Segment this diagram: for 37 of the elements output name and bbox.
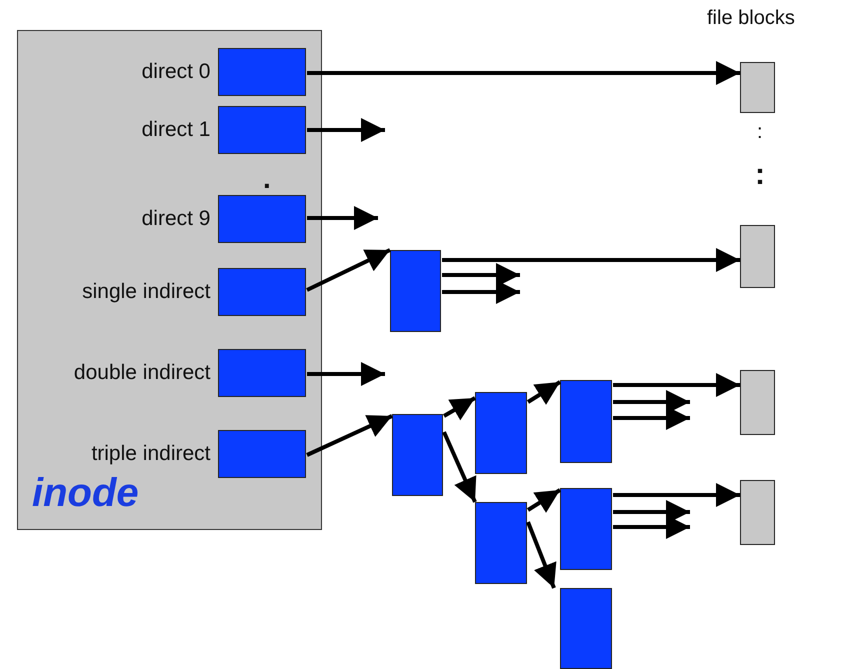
index-block bbox=[392, 414, 443, 496]
file-block bbox=[740, 225, 775, 288]
arrow bbox=[307, 206, 378, 230]
index-block bbox=[475, 502, 527, 584]
arrow bbox=[306, 414, 393, 457]
ellipsis-mark: : bbox=[755, 160, 765, 190]
index-block bbox=[475, 392, 527, 474]
file-block bbox=[740, 480, 775, 545]
inode-title: inode bbox=[32, 473, 139, 513]
arrow bbox=[526, 488, 562, 513]
pointer-label: direct 0 bbox=[142, 60, 210, 84]
file-block bbox=[740, 62, 775, 113]
arrow bbox=[613, 483, 740, 507]
pointer-label: double indirect bbox=[74, 360, 210, 384]
arrow bbox=[307, 61, 740, 85]
arrow bbox=[526, 380, 562, 405]
index-block bbox=[560, 488, 612, 570]
ellipsis-mark: : bbox=[757, 122, 763, 142]
inode-panel bbox=[17, 30, 322, 530]
arrow bbox=[442, 248, 740, 272]
arrow bbox=[443, 396, 476, 420]
ellipsis-mark: . bbox=[263, 165, 271, 193]
arrow bbox=[442, 431, 477, 503]
arrow bbox=[307, 362, 385, 386]
arrow bbox=[613, 373, 740, 397]
index-block bbox=[560, 380, 612, 463]
index-block bbox=[560, 588, 612, 669]
pointer-label: triple indirect bbox=[91, 442, 210, 466]
index-block bbox=[390, 250, 441, 332]
arrow bbox=[306, 248, 391, 292]
arrow bbox=[526, 521, 556, 589]
pointer-label: single indirect bbox=[82, 280, 210, 304]
arrow bbox=[307, 118, 385, 142]
section-label: file blocks bbox=[707, 8, 795, 28]
pointer-label: direct 9 bbox=[142, 206, 210, 230]
file-block bbox=[740, 370, 775, 435]
pointer-label: direct 1 bbox=[142, 118, 210, 142]
